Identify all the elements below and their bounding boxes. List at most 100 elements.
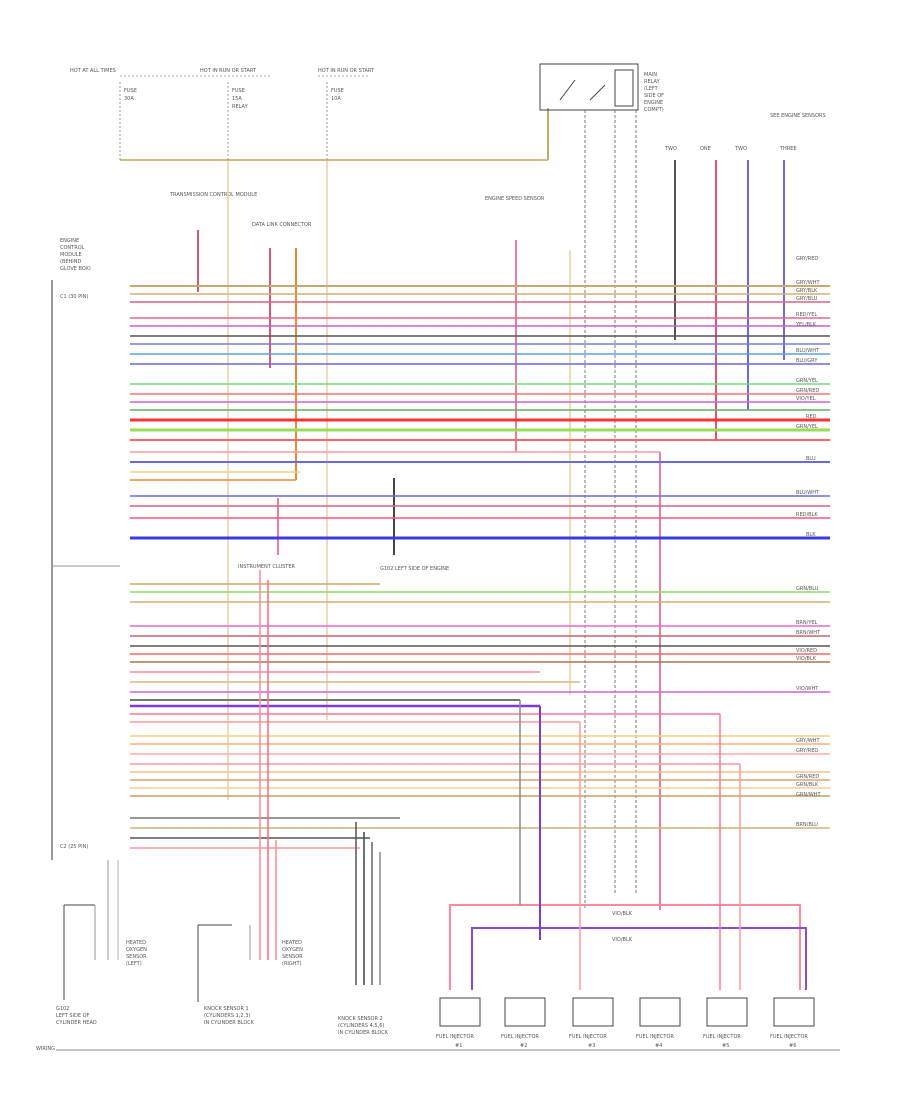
- svg-text:TWO: TWO: [664, 146, 677, 152]
- svg-text:VIO/BLK: VIO/BLK: [612, 911, 633, 917]
- svg-text:GRN/BLK: GRN/BLK: [796, 782, 819, 788]
- svg-text:CONTROL: CONTROL: [60, 245, 85, 251]
- svg-text:(LEFT): (LEFT): [126, 961, 142, 967]
- svg-text:GRY/BLK: GRY/BLK: [796, 288, 818, 294]
- svg-text:RED: RED: [806, 414, 817, 420]
- svg-text:VIO/BLK: VIO/BLK: [612, 937, 633, 943]
- wires-lower: [130, 583, 830, 849]
- svg-text:FUSE: FUSE: [124, 88, 137, 94]
- svg-text:FUEL INJECTOR: FUEL INJECTOR: [569, 1034, 607, 1040]
- svg-text:C1 (30 PIN): C1 (30 PIN): [60, 294, 88, 300]
- injector-2: FUEL INJECTOR #2: [501, 997, 546, 1049]
- wires-upper: [130, 285, 830, 540]
- svg-text:(CYLINDERS 1,2,3): (CYLINDERS 1,2,3): [204, 1013, 250, 1019]
- svg-text:ENGINE SPEED SENSOR: ENGINE SPEED SENSOR: [485, 196, 545, 202]
- svg-text:SEE ENGINE SENSORS: SEE ENGINE SENSORS: [770, 113, 826, 119]
- mid-labels: TRANSMISSION CONTROL MODULE DATA LINK CO…: [169, 192, 545, 572]
- svg-text:#3: #3: [588, 1043, 595, 1049]
- svg-text:15A: 15A: [232, 96, 242, 102]
- svg-text:OXYGEN: OXYGEN: [126, 947, 147, 953]
- svg-text:G102: G102: [56, 1006, 69, 1012]
- svg-text:HOT IN RUN OR START: HOT IN RUN OR START: [318, 68, 375, 74]
- svg-text:DATA LINK CONNECTOR: DATA LINK CONNECTOR: [252, 222, 312, 228]
- svg-text:TWO: TWO: [734, 146, 747, 152]
- svg-text:KNOCK SENSOR 1: KNOCK SENSOR 1: [204, 1006, 249, 1012]
- svg-text:KNOCK SENSOR 2: KNOCK SENSOR 2: [338, 1016, 383, 1022]
- svg-text:IN CYLINDER BLOCK: IN CYLINDER BLOCK: [204, 1020, 255, 1026]
- svg-text:BRN/BLU: BRN/BLU: [796, 822, 818, 828]
- svg-text:THREE: THREE: [779, 146, 797, 152]
- svg-text:HEATED: HEATED: [282, 940, 302, 946]
- svg-text:GRN/YEL: GRN/YEL: [796, 378, 818, 384]
- svg-text:VIO/RED: VIO/RED: [796, 648, 817, 654]
- svg-text:VIO/BLK: VIO/BLK: [796, 656, 817, 662]
- svg-text:FUEL INJECTOR: FUEL INJECTOR: [770, 1034, 808, 1040]
- svg-text:(LEFT: (LEFT: [644, 86, 659, 92]
- svg-text:BLU/GRY: BLU/GRY: [796, 358, 818, 364]
- svg-text:ENGINE: ENGINE: [60, 238, 79, 244]
- svg-text:FUEL INJECTOR: FUEL INJECTOR: [703, 1034, 741, 1040]
- svg-text:FUEL INJECTOR: FUEL INJECTOR: [636, 1034, 674, 1040]
- svg-text:RELAY: RELAY: [644, 79, 661, 85]
- svg-text:FUSE: FUSE: [331, 88, 344, 94]
- svg-text:#6: #6: [789, 1043, 796, 1049]
- svg-text:#2: #2: [520, 1043, 527, 1049]
- svg-text:TRANSMISSION CONTROL MODULE: TRANSMISSION CONTROL MODULE: [169, 192, 257, 198]
- fuse-label-3: HOT IN RUN OR START FUSE 10A: [318, 68, 375, 102]
- svg-text:10A: 10A: [331, 96, 341, 102]
- injector-4: FUEL INJECTOR #4: [636, 997, 681, 1049]
- injector-6: FUEL INJECTOR #6: [770, 997, 815, 1049]
- svg-text:FUSE: FUSE: [232, 88, 245, 94]
- svg-text:VIO/YEL: VIO/YEL: [796, 396, 816, 402]
- svg-text:MODULE: MODULE: [60, 252, 82, 258]
- svg-text:HEATED: HEATED: [126, 940, 146, 946]
- svg-text:HOT AT ALL TIMES: HOT AT ALL TIMES: [70, 68, 116, 74]
- svg-text:YEL/BLK: YEL/BLK: [795, 322, 817, 328]
- footer-label: WIRING: [36, 1046, 55, 1052]
- svg-text:GRY/RED: GRY/RED: [796, 748, 818, 754]
- bottom-left-components: HEATED OXYGEN SENSOR (LEFT) G102 LEFT SI…: [56, 570, 389, 1036]
- svg-text:(BEHIND: (BEHIND: [60, 259, 82, 265]
- injector-5: FUEL INJECTOR #5: [703, 997, 748, 1049]
- fuse-label-1: HOT AT ALL TIMES FUSE 30A: [70, 68, 137, 102]
- injector-3: FUEL INJECTOR #3: [569, 997, 614, 1049]
- svg-text:BRN/WHT: BRN/WHT: [796, 630, 821, 636]
- main-relay: MAIN RELAY (LEFT SIDE OF ENGINE COMPT): [539, 63, 664, 113]
- svg-text:GRN/YEL: GRN/YEL: [796, 424, 818, 430]
- svg-text:(RIGHT): (RIGHT): [282, 961, 302, 967]
- svg-text:IN CYLINDER BLOCK: IN CYLINDER BLOCK: [338, 1030, 389, 1036]
- svg-text:C2 (25 PIN): C2 (25 PIN): [60, 844, 88, 850]
- right-wire-labels: GRY/RED GRY/WHT GRY/BLK GRY/BLU RED/YEL …: [795, 256, 821, 828]
- svg-text:MAIN: MAIN: [644, 72, 657, 78]
- svg-text:BLK: BLK: [806, 532, 816, 538]
- ecm-module: ENGINE CONTROL MODULE (BEHIND GLOVE BOX)…: [51, 238, 120, 860]
- svg-text:#4: #4: [655, 1043, 662, 1049]
- svg-text:G102 LEFT SIDE OF ENGINE: G102 LEFT SIDE OF ENGINE: [380, 566, 449, 572]
- injector-1: FUEL INJECTOR #1: [436, 997, 481, 1049]
- svg-text:GLOVE BOX): GLOVE BOX): [60, 266, 91, 272]
- svg-text:BLU/WHT: BLU/WHT: [796, 348, 820, 354]
- svg-text:RED/BLK: RED/BLK: [796, 512, 818, 518]
- svg-text:SIDE OF: SIDE OF: [644, 93, 664, 99]
- svg-text:LEFT SIDE OF: LEFT SIDE OF: [56, 1013, 90, 1019]
- svg-text:FUEL INJECTOR: FUEL INJECTOR: [436, 1034, 474, 1040]
- svg-text:GRN/WHT: GRN/WHT: [796, 792, 821, 798]
- svg-text:BLU: BLU: [806, 456, 816, 462]
- svg-text:OXYGEN: OXYGEN: [282, 947, 303, 953]
- svg-text:FUEL INJECTOR: FUEL INJECTOR: [501, 1034, 539, 1040]
- svg-text:ONE: ONE: [700, 146, 711, 152]
- svg-text:INSTRUMENT CLUSTER: INSTRUMENT CLUSTER: [238, 564, 296, 570]
- svg-text:#1: #1: [455, 1043, 462, 1049]
- injector-bus: VIO/BLK VIO/BLK: [449, 700, 807, 990]
- svg-text:RELAY: RELAY: [232, 104, 249, 110]
- svg-text:GRY/RED: GRY/RED: [796, 256, 818, 262]
- power-feed: [119, 75, 549, 161]
- fuse-label-2: HOT IN RUN OR START FUSE 15A RELAY: [200, 68, 257, 110]
- svg-text:RED/YEL: RED/YEL: [796, 312, 817, 318]
- svg-text:SENSOR: SENSOR: [126, 954, 147, 960]
- svg-text:VIO/WHT: VIO/WHT: [796, 686, 819, 692]
- svg-text:BLU/WHT: BLU/WHT: [796, 490, 820, 496]
- svg-text:GRN/RED: GRN/RED: [796, 774, 819, 780]
- svg-text:ENGINE: ENGINE: [644, 100, 663, 106]
